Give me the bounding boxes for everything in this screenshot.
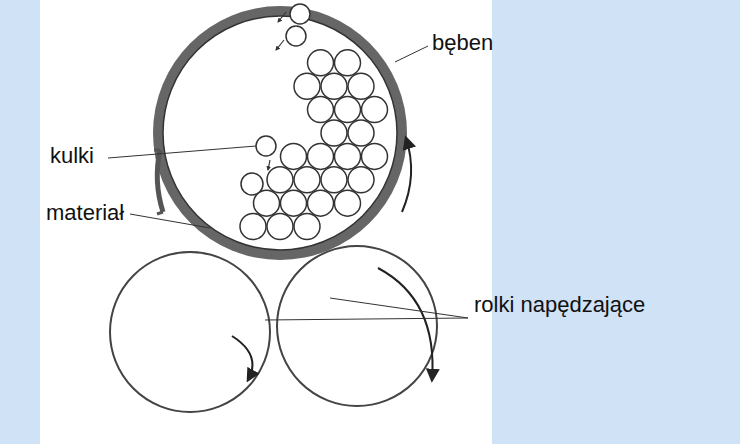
ball: [321, 167, 347, 193]
part-label: rolki napędzające: [474, 292, 654, 317]
drum-interior: [163, 16, 397, 250]
rotation-arrow: [232, 336, 252, 380]
drum-lip: [157, 150, 163, 212]
ball: [267, 167, 293, 193]
rotation-arrow: [402, 138, 411, 212]
rotation-arrow: [378, 268, 433, 380]
ball: [308, 97, 334, 123]
part-label: kulki: [50, 143, 94, 168]
ball: [321, 73, 347, 99]
motion-arrow: [278, 12, 286, 22]
ball: [294, 73, 320, 99]
ball: [256, 136, 276, 156]
ball: [308, 190, 334, 216]
ball: [348, 120, 374, 146]
leader-line: [395, 46, 428, 62]
drive-roller: [110, 252, 270, 412]
part-label: materiał: [46, 200, 124, 225]
ball: [348, 73, 374, 99]
ball: [286, 26, 306, 46]
ball: [308, 50, 334, 76]
ball: [335, 190, 361, 216]
leader-line: [130, 214, 210, 228]
ball: [241, 173, 263, 195]
drum-lip: [157, 212, 163, 214]
ball: [267, 214, 293, 240]
ball: [281, 190, 307, 216]
ball: [290, 4, 310, 24]
motion-arrow: [276, 40, 284, 50]
ball-charge: [240, 50, 388, 240]
drum-shell: [153, 6, 407, 260]
ball: [321, 120, 347, 146]
leader-line: [330, 298, 468, 318]
ball: [294, 214, 320, 240]
ball: [240, 214, 266, 240]
part-label: bęben: [432, 30, 493, 55]
ball: [335, 143, 361, 169]
motion-arrow: [268, 160, 270, 170]
ball: [362, 97, 388, 123]
drive-roller: [277, 246, 437, 406]
ball: [281, 143, 307, 169]
ball: [294, 167, 320, 193]
ball: [335, 50, 361, 76]
ball: [348, 167, 374, 193]
ball: [308, 143, 334, 169]
leader-line: [108, 146, 256, 158]
ball: [362, 143, 388, 169]
drum-lip: [154, 149, 160, 152]
leader-line: [265, 318, 468, 320]
ball: [335, 97, 361, 123]
